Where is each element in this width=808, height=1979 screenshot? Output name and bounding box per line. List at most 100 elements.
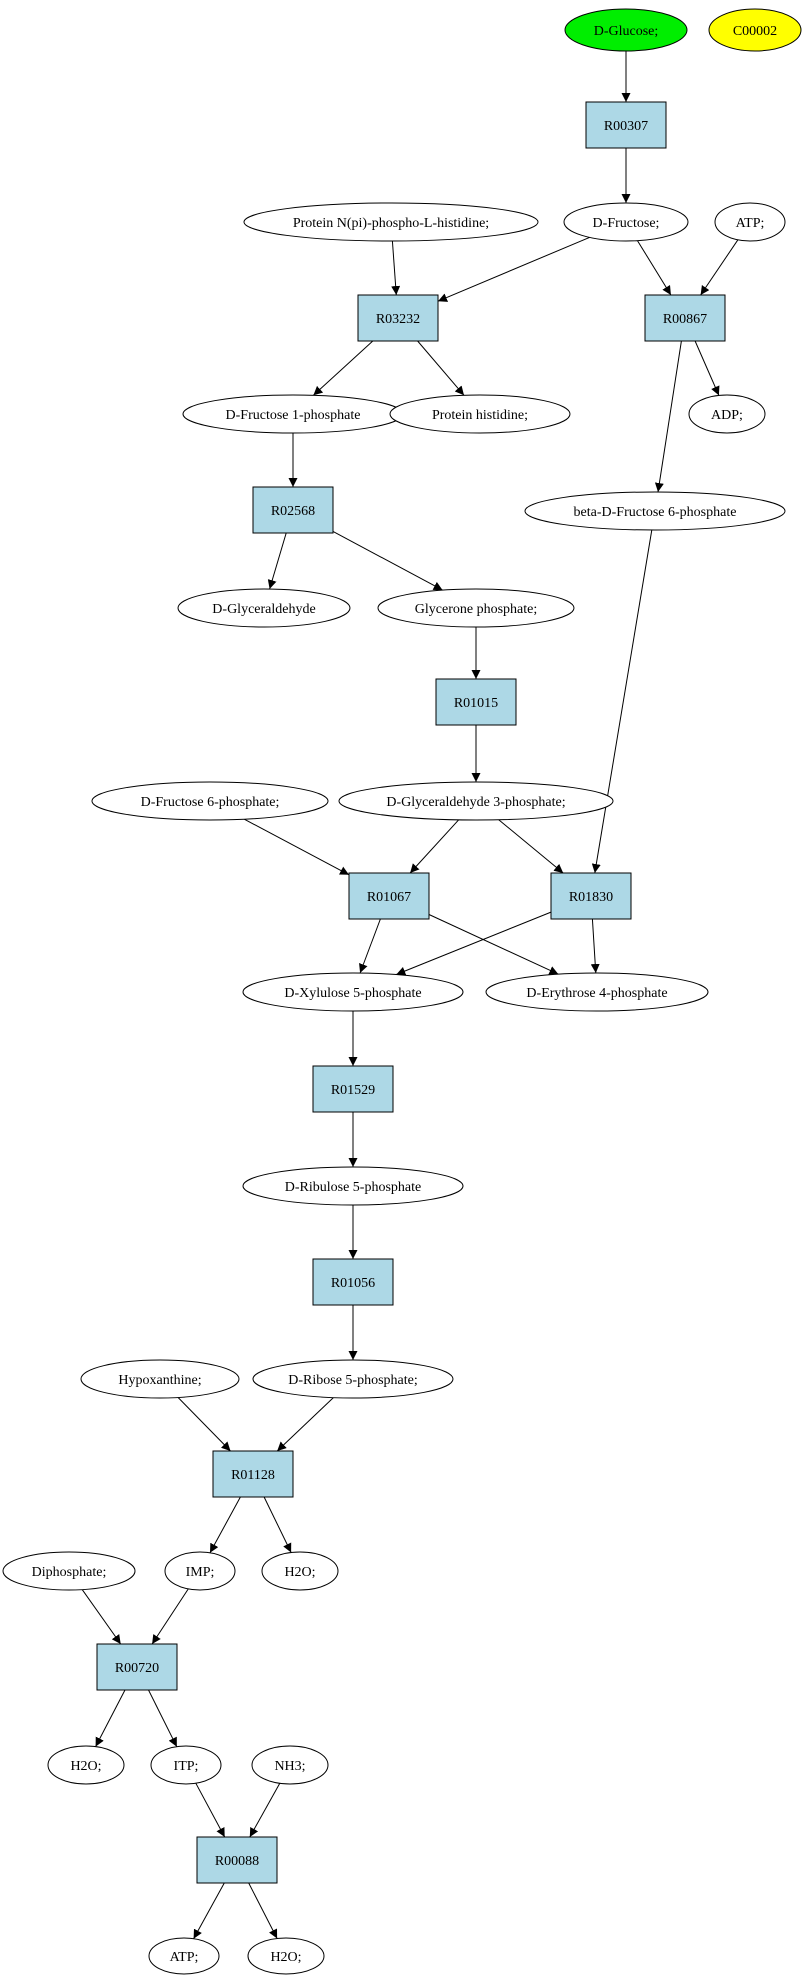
compound-ellipse: [91, 781, 329, 821]
node-label: R00867: [663, 312, 707, 327]
edge-protein_nphos-to-r03232: [391, 240, 401, 296]
edge-r01067-to-x5p: [359, 918, 381, 974]
node-label: ATP;: [736, 216, 765, 231]
compound-ellipse: [564, 8, 688, 52]
reaction-node-r01015: R01015: [435, 678, 517, 726]
reaction-box: [357, 294, 439, 342]
node-label: H2O;: [270, 1950, 301, 1965]
edge-r01830-to-e4p: [590, 918, 600, 974]
reaction-box: [550, 872, 632, 920]
node-label: D-Fructose 1-phosphate: [226, 408, 361, 423]
reaction-box: [252, 486, 334, 534]
reaction-node-r01128: R01128: [212, 1450, 294, 1498]
reaction-box: [585, 101, 667, 149]
compound-ellipse: [261, 1551, 339, 1591]
reaction-box: [196, 1836, 278, 1884]
edge-r01128-to-imp: [209, 1496, 241, 1554]
node-label: C00002: [733, 24, 777, 39]
edge-r00867-to-adp: [694, 340, 720, 396]
node-label: R01056: [331, 1276, 375, 1291]
compound-ellipse: [688, 394, 766, 434]
reaction-node-r01830: R01830: [550, 872, 632, 920]
node-label: H2O;: [70, 1759, 101, 1774]
edge-f6p-to-r01067: [244, 818, 350, 876]
edge-r00720-to-itp: [148, 1689, 178, 1747]
compound-ellipse: [252, 1359, 454, 1399]
compound-node-protein_his: Protein histidine;: [389, 394, 571, 434]
node-label: Hypoxanthine;: [118, 1373, 201, 1388]
node-label: ATP;: [170, 1950, 199, 1965]
reaction-node-r00307: R00307: [585, 101, 667, 149]
edge-r5p-to-r01128: [276, 1397, 334, 1452]
edge-diphosphate-to-r00720: [81, 1589, 122, 1645]
compound-node-adp: ADP;: [688, 394, 766, 434]
node-label: Protein N(pi)-phospho-L-histidine;: [293, 216, 489, 231]
compound-node-imp: IMP;: [164, 1551, 236, 1591]
node-label: R01529: [331, 1083, 375, 1098]
reaction-box: [212, 1450, 294, 1498]
compound-node-bf6p: beta-D-Fructose 6-phosphate: [524, 491, 786, 531]
compound-ellipse: [338, 781, 614, 821]
reaction-box: [644, 294, 726, 342]
edge-atp1-to-r00867: [700, 239, 739, 296]
edge-r03232-to-protein_his: [417, 340, 465, 396]
node-label: ADP;: [711, 408, 743, 423]
compound-node-glyceraldehyde: D-Glyceraldehyde: [177, 588, 351, 628]
compound-ellipse: [80, 1359, 240, 1399]
compound-ellipse: [164, 1551, 236, 1591]
node-label: H2O;: [284, 1565, 315, 1580]
reaction-box: [435, 678, 517, 726]
compound-ellipse: [150, 1745, 222, 1785]
compound-ellipse: [247, 1937, 325, 1975]
node-label: D-Erythrose 4-phosphate: [526, 986, 667, 1001]
compound-ellipse: [242, 1166, 464, 1206]
compound-node-f1p: D-Fructose 1-phosphate: [182, 394, 404, 434]
edge-g3p-to-r01830: [498, 819, 564, 874]
edge-r00867-to-bf6p: [654, 340, 682, 493]
reaction-node-r00088: R00088: [196, 1836, 278, 1884]
node-label: ITP;: [174, 1759, 199, 1774]
edge-r00720-to-h2o2: [95, 1689, 126, 1747]
compound-node-h2o1: H2O;: [261, 1551, 339, 1591]
edge-fructose-to-r03232: [437, 236, 590, 302]
edge-bf6p-to-r01830: [591, 529, 653, 874]
compound-ellipse: [177, 588, 351, 628]
compound-ellipse: [485, 972, 709, 1012]
compound-node-diphosphate: Diphosphate;: [2, 1551, 136, 1591]
compound-node-ru5p: D-Ribulose 5-phosphate: [242, 1166, 464, 1206]
compound-node-nh3: NH3;: [251, 1745, 329, 1785]
edges-layer: [81, 51, 739, 1939]
compound-node-f6p: D-Fructose 6-phosphate;: [91, 781, 329, 821]
reaction-box: [96, 1643, 178, 1691]
compound-ellipse: [563, 202, 689, 242]
compound-ellipse: [524, 491, 786, 531]
compound-node-atp2: ATP;: [148, 1937, 220, 1975]
compound-node-h2o3: H2O;: [247, 1937, 325, 1975]
reaction-box: [348, 872, 430, 920]
edge-r02568-to-glycerone_p: [332, 530, 443, 591]
node-label: R01830: [569, 890, 613, 905]
node-label: R00720: [115, 1661, 159, 1676]
reaction-node-r01067: R01067: [348, 872, 430, 920]
node-label: NH3;: [274, 1759, 305, 1774]
compound-ellipse: [708, 8, 802, 52]
compound-node-atp1: ATP;: [714, 202, 786, 242]
compound-ellipse: [251, 1745, 329, 1785]
edge-g3p-to-r01067: [409, 819, 460, 874]
node-label: D-Glyceraldehyde: [212, 602, 315, 617]
compound-node-h2o2: H2O;: [47, 1745, 125, 1785]
edge-r01067-to-e4p: [428, 914, 559, 975]
reaction-node-r01056: R01056: [312, 1258, 394, 1306]
node-label: D-Glucose;: [594, 24, 659, 39]
node-label: Protein histidine;: [432, 408, 528, 423]
node-label: R01015: [454, 696, 498, 711]
node-label: D-Glyceraldehyde 3-phosphate;: [386, 795, 565, 810]
node-label: D-Xylulose 5-phosphate: [284, 986, 421, 1001]
node-label: Diphosphate;: [32, 1565, 107, 1580]
node-label: R03232: [376, 312, 420, 327]
reaction-node-r03232: R03232: [357, 294, 439, 342]
compound-node-c00002: C00002: [708, 8, 802, 52]
compound-ellipse: [2, 1551, 136, 1591]
compound-node-hypoxanthine: Hypoxanthine;: [80, 1359, 240, 1399]
